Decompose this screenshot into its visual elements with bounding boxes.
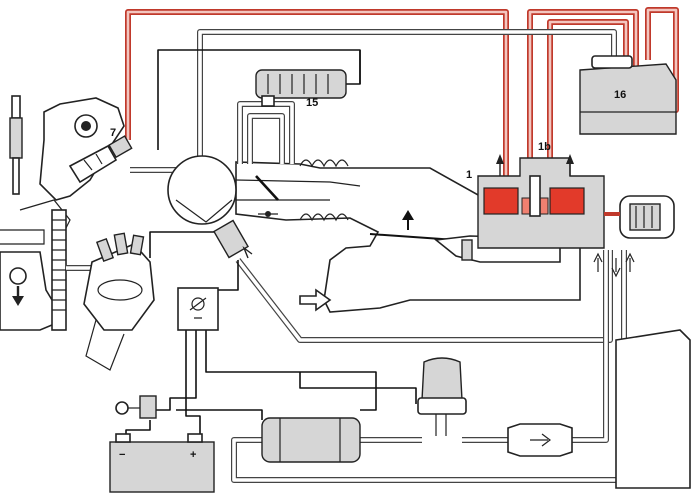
bellows-lower [299,213,349,222]
bellows-upper [299,159,349,168]
spark-plug [9,95,23,195]
label-7: 7 [110,127,116,139]
fuel-accumulator [417,357,467,436]
label-16: 16 [614,89,626,101]
fuel-supply-pipe [360,250,609,443]
control-relay [177,287,219,331]
fuel-pump [261,417,361,463]
fuel-line-control-loop [547,19,629,176]
ignition-distributor [83,232,155,371]
battery: − + [109,433,215,493]
flow-arrows [242,245,635,278]
fuel-tank [615,329,691,489]
label-1: 1 [466,169,472,181]
intake-air-arrow [299,288,332,312]
fuel-filter [507,423,573,457]
throttle-valve [255,175,279,217]
auxiliary-air-valve [167,155,249,259]
battery-plus: + [190,449,196,461]
ignition-switch [115,395,157,419]
injection-valve-7 [68,135,133,184]
wiring [125,49,417,442]
thermo-time-switch-15 [255,69,347,107]
fuel-distributor-1 [477,154,605,249]
battery-minus: − [119,449,125,461]
label-1b: 1b [538,141,551,153]
air-pipe-upper [197,29,617,170]
label-15: 15 [306,97,318,109]
warm-up-regulator [604,195,675,239]
air-pipe-lower [235,250,613,343]
air-bypass-u [237,101,295,164]
fuel-line-injector-loop [125,9,509,176]
control-unit-16 [579,55,677,135]
